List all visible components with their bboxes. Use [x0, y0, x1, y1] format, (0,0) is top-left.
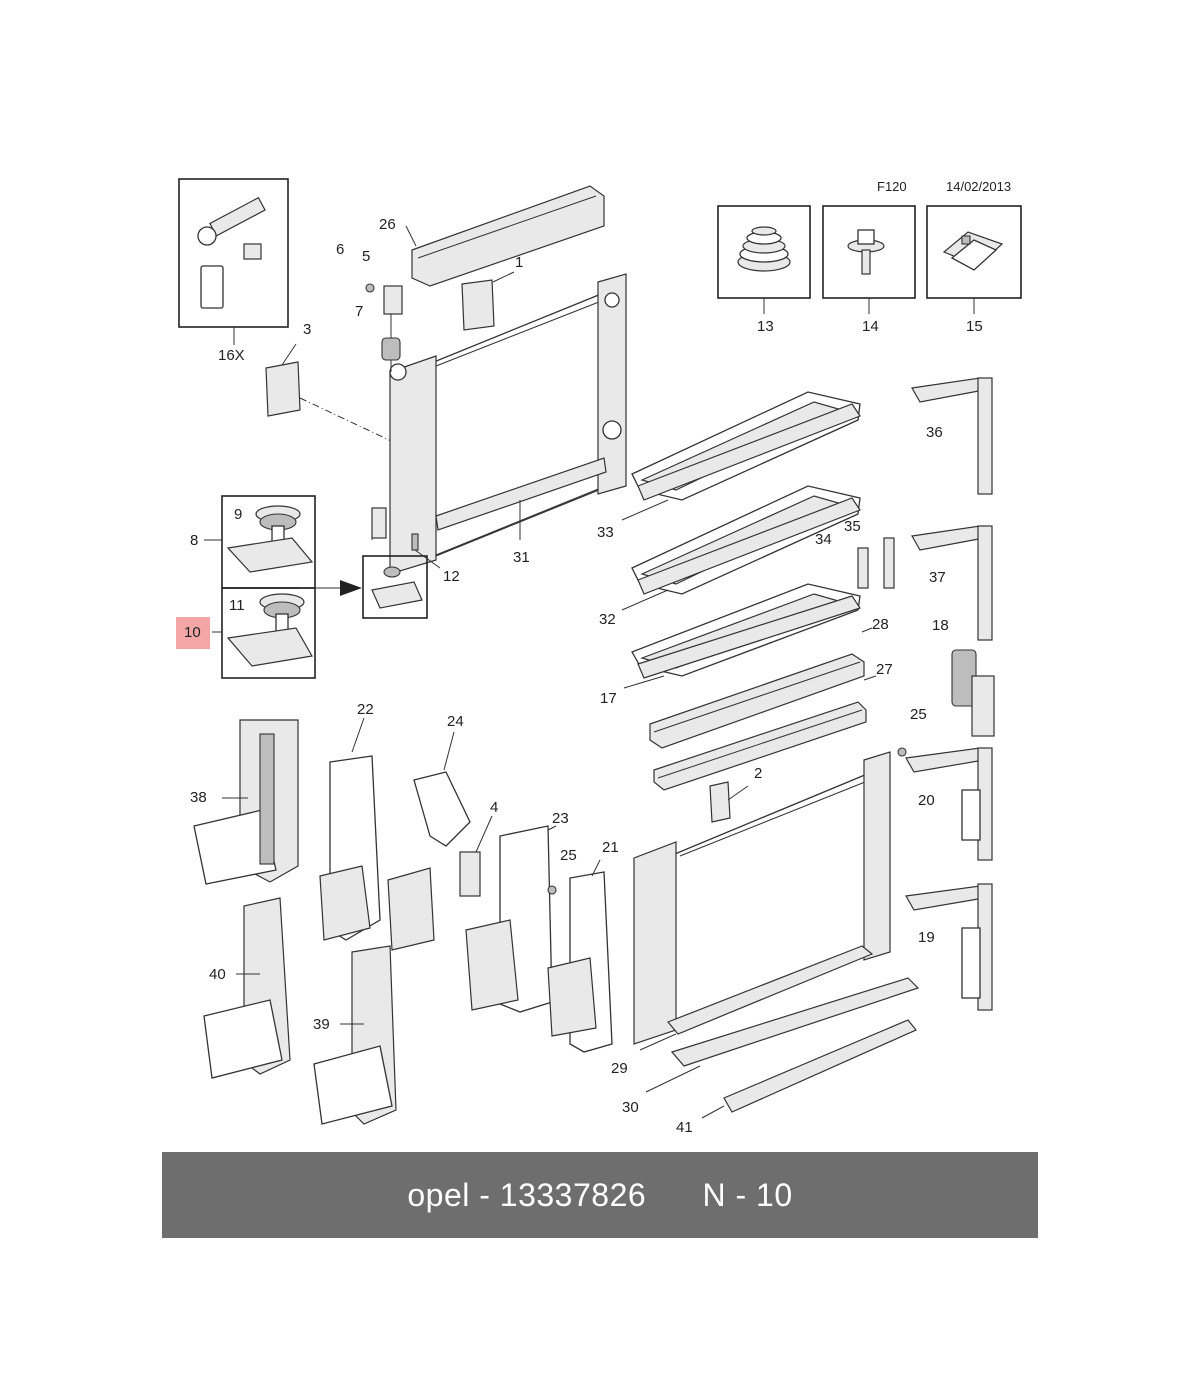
- callout-16x: 16X: [218, 347, 245, 364]
- spring-clip-icon: [737, 226, 791, 272]
- part-38-guide: [193, 719, 299, 885]
- upper-radiator-right-tank: [597, 273, 627, 495]
- part-7-bushing: [381, 337, 401, 361]
- callout-37: 37: [929, 569, 946, 586]
- callout-26: 26: [379, 216, 396, 233]
- callout-38: 38: [190, 789, 207, 806]
- callout-19: 19: [918, 929, 935, 946]
- part-20-bracket: [905, 747, 993, 861]
- part-31-bar: [435, 457, 607, 531]
- callout-21: 21: [602, 839, 619, 856]
- callout-22: 22: [357, 701, 374, 718]
- mount-box-12-detail: [362, 555, 428, 619]
- callout-10: 10: [184, 624, 201, 641]
- callout-25-left: 25: [560, 847, 577, 864]
- callout-31: 31: [513, 549, 530, 566]
- callout-14: 14: [862, 318, 879, 335]
- callout-2: 2: [754, 765, 763, 782]
- part-26-trim: [411, 185, 605, 287]
- part-37-bracket: [911, 525, 993, 641]
- upper-radiator-left-tank: [389, 355, 437, 575]
- part-3-pad: [265, 361, 301, 417]
- part-1-pad: [461, 279, 495, 331]
- screw-icon: [847, 229, 885, 275]
- lower-radiator-left-tank: [633, 841, 677, 1045]
- part-35-clip: [883, 537, 895, 589]
- part-12-pin: [411, 533, 419, 551]
- callout-7: 7: [355, 303, 364, 320]
- callout-23: 23: [552, 810, 569, 827]
- arrow-icon: [340, 580, 362, 596]
- parts-diagram: [178, 178, 1022, 1125]
- bolt-icon: [197, 196, 266, 246]
- callout-1: 1: [515, 254, 524, 271]
- part-34-clip: [857, 547, 869, 589]
- callout-39: 39: [313, 1016, 330, 1033]
- part-19-bracket: [905, 883, 993, 1011]
- highlight-box: [176, 617, 210, 649]
- part-25-screw-left: [547, 885, 557, 895]
- callout-15: 15: [966, 318, 983, 335]
- part-33-shroud: [631, 391, 861, 501]
- diagram-position: N - 10: [702, 1176, 793, 1213]
- callout-3: 3: [303, 321, 312, 338]
- part-32-shroud: [631, 485, 861, 595]
- part-6-screw: [365, 283, 375, 293]
- mount-box-10: [221, 587, 316, 679]
- sleeve-icon: [200, 265, 224, 309]
- part-5-bracket: [383, 285, 403, 315]
- callout-20: 20: [918, 792, 935, 809]
- part-23-guide: [465, 825, 553, 1013]
- part-21-guide: [547, 871, 613, 1053]
- part-28-seal: [649, 653, 865, 749]
- lower-radiator-right-tank: [863, 751, 891, 961]
- part-30-bar: [670, 977, 920, 1067]
- callout-33: 33: [597, 524, 614, 541]
- callout-11: 11: [229, 597, 245, 614]
- callout-36: 36: [926, 424, 943, 441]
- clip-nut-icon: [942, 231, 1004, 271]
- callout-29: 29: [611, 1060, 628, 1077]
- part-18-bracket: [951, 649, 995, 737]
- callout-35: 35: [844, 518, 861, 535]
- part-40-guide: [203, 897, 291, 1079]
- callout-18: 18: [932, 617, 949, 634]
- callout-40: 40: [209, 966, 226, 983]
- callout-27: 27: [876, 661, 893, 678]
- callout-25-right: 25: [910, 706, 927, 723]
- part-17-shroud: [631, 583, 861, 679]
- callout-13: 13: [757, 318, 774, 335]
- part-25-screw-right: [897, 747, 907, 757]
- callout-17: 17: [600, 690, 617, 707]
- part-2-pad: [709, 781, 731, 823]
- callout-4: 4: [490, 799, 499, 816]
- callout-34: 34: [815, 531, 832, 548]
- part-27-seal: [653, 701, 867, 791]
- callout-5: 5: [362, 248, 371, 265]
- callout-32: 32: [599, 611, 616, 628]
- part-29-bar: [667, 945, 874, 1035]
- diagram-date: 14/02/2013: [946, 179, 1012, 194]
- brand-part-number: opel - 13337826: [407, 1176, 647, 1213]
- callout-6: 6: [336, 241, 345, 258]
- part-24-guide: [387, 771, 471, 951]
- callout-24: 24: [447, 713, 464, 730]
- callout-12: 12: [443, 568, 460, 585]
- callout-9: 9: [234, 506, 243, 523]
- part-36-bracket: [911, 377, 993, 495]
- part-39-guide: [313, 945, 397, 1125]
- part-22-guide: [319, 755, 381, 941]
- part-4-pad: [459, 851, 481, 897]
- part-number-banner: opel - 13337826 N - 10: [162, 1152, 1038, 1238]
- kit-box-16x: [178, 178, 289, 328]
- part-41-bar: [723, 1019, 917, 1113]
- callout-28: 28: [872, 616, 889, 633]
- callout-41: 41: [676, 1119, 693, 1136]
- nut-icon: [243, 243, 262, 260]
- callout-30: 30: [622, 1099, 639, 1116]
- callout-8: 8: [190, 532, 199, 549]
- diagram-code: F120: [877, 179, 907, 194]
